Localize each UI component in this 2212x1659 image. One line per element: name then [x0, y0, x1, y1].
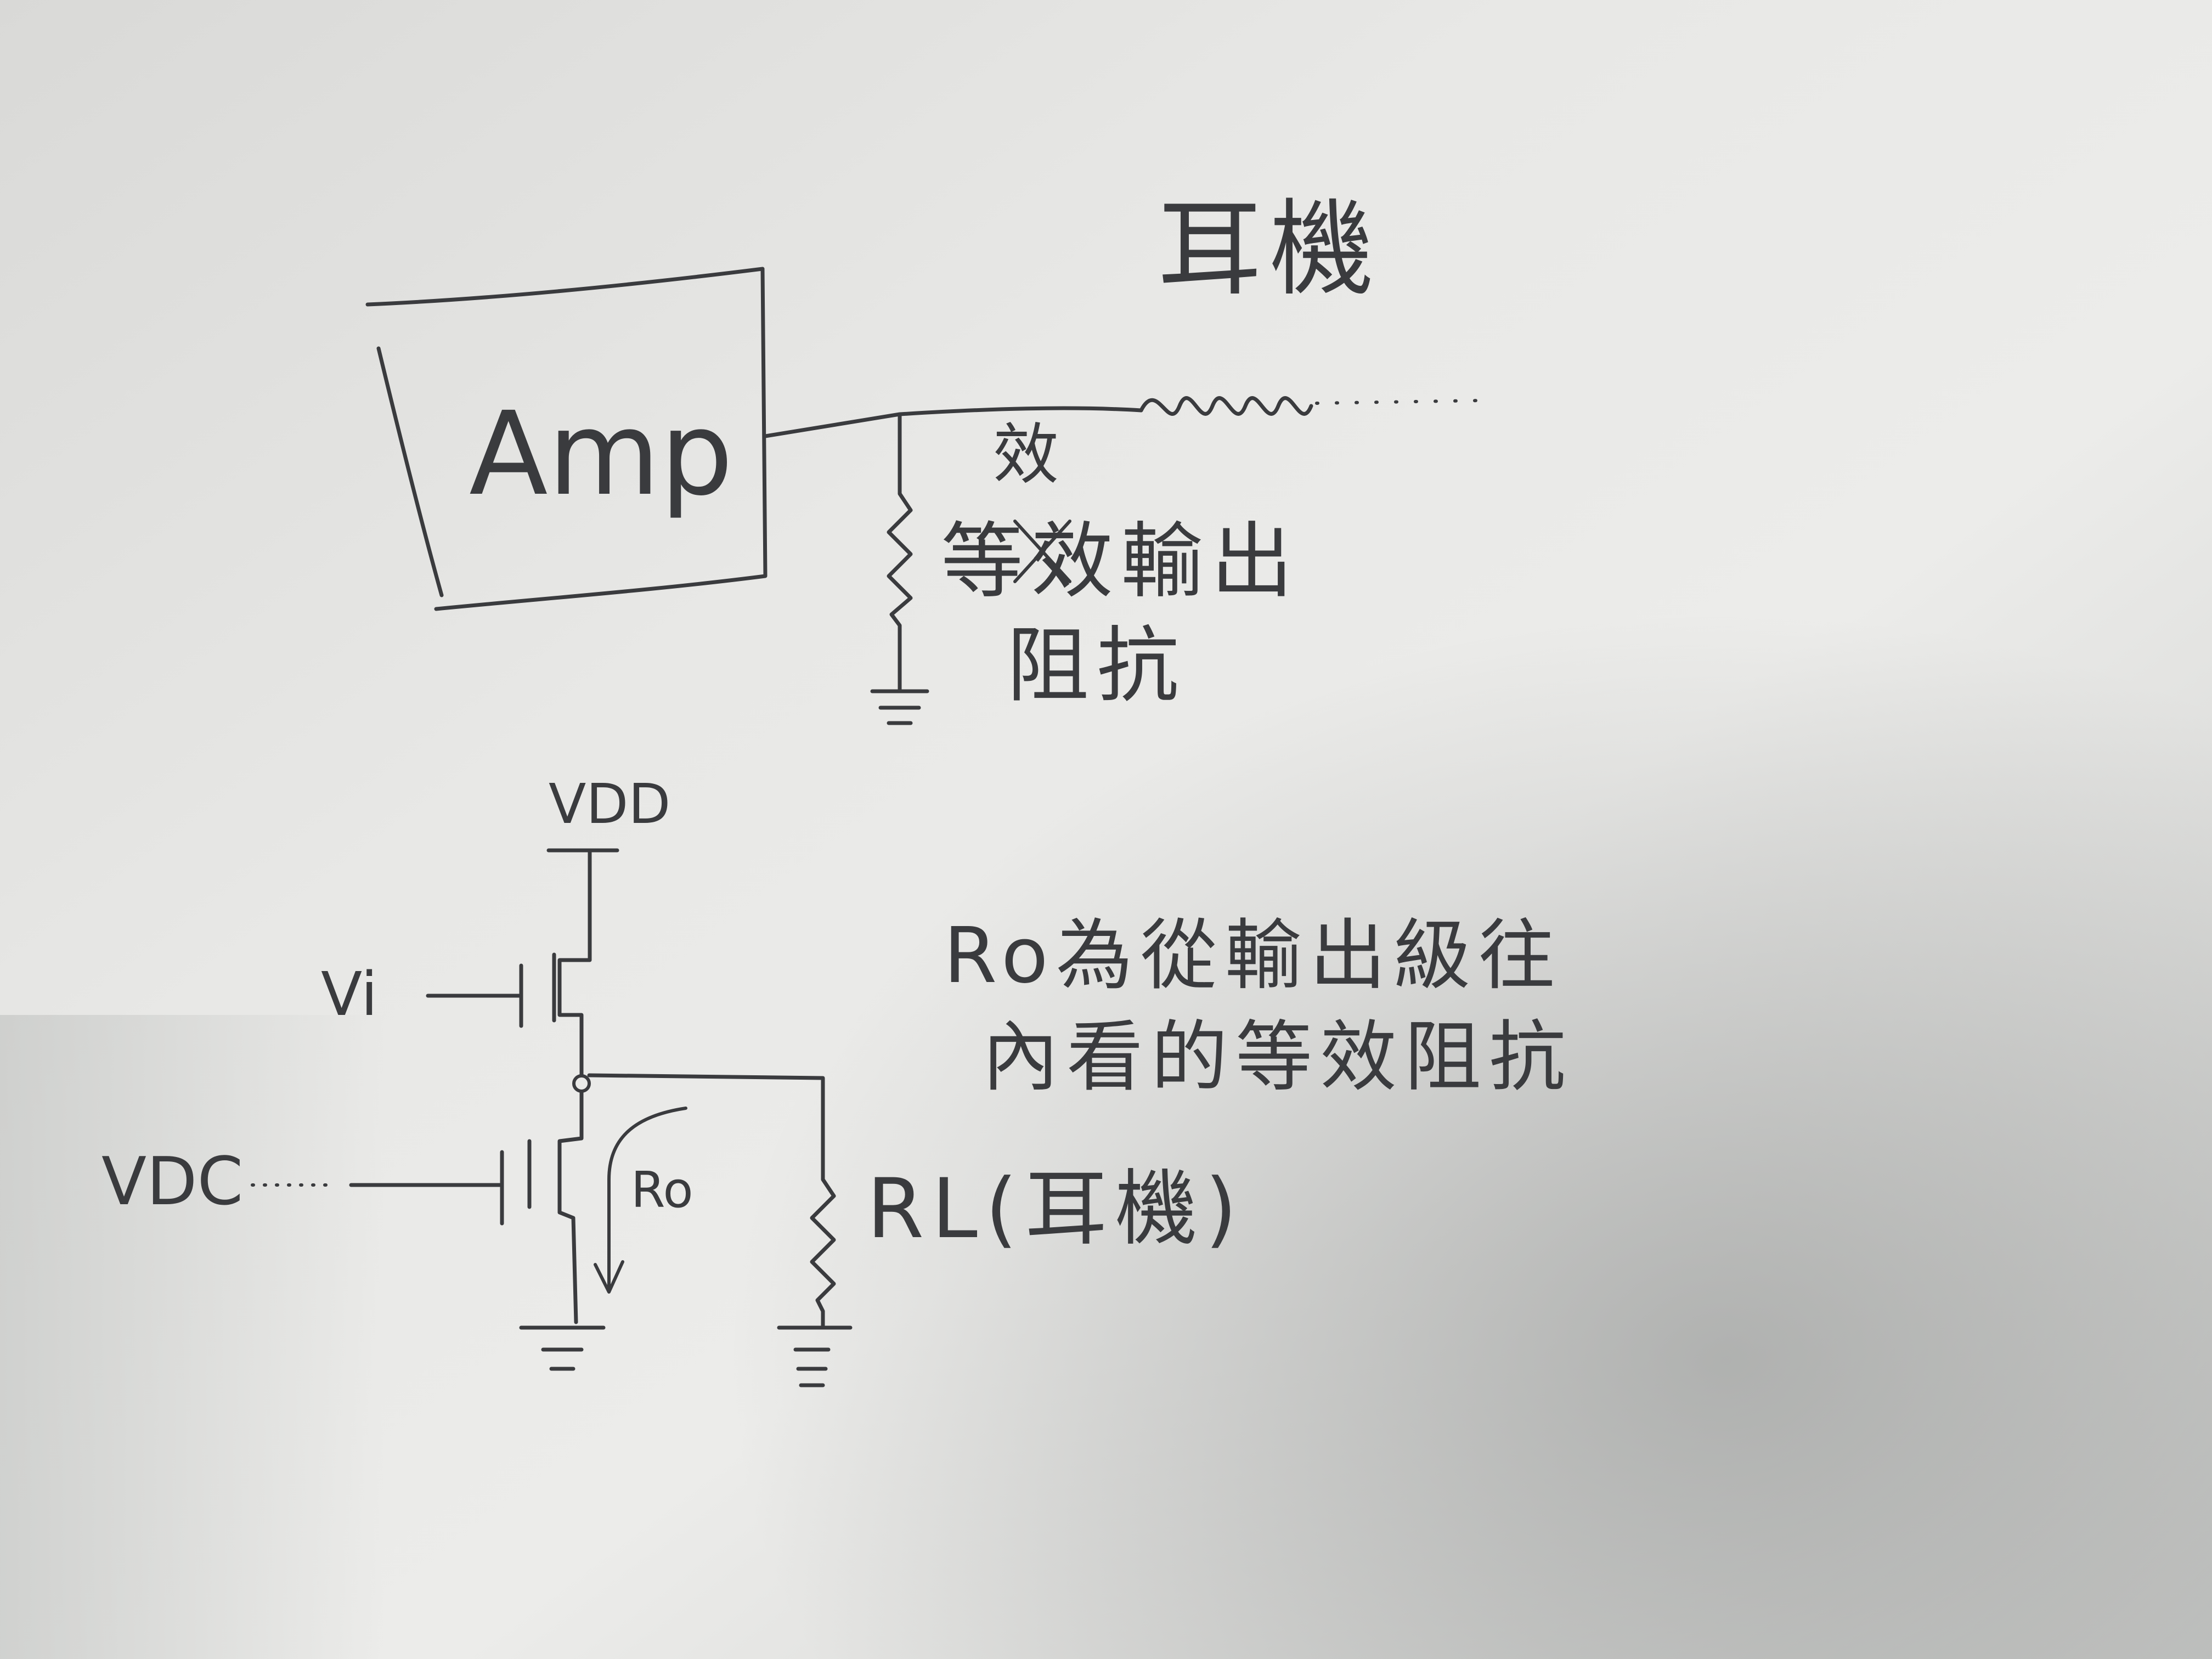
lower-transistor-gate	[349, 1150, 504, 1226]
left-shade	[0, 1015, 384, 1659]
upper-transistor-gate	[426, 963, 523, 1028]
upper-transistor-drain	[557, 848, 592, 1077]
amp-box	[365, 267, 768, 611]
note-line2: 內看的等效阻抗	[982, 1013, 1573, 1102]
resistor-label-line1: 等效輸出	[941, 514, 1301, 610]
output-stage-schematic: VDD Vi VDC Ro RL(耳機)	[101, 772, 1245, 1387]
vdc-label: VDC	[101, 1144, 243, 1220]
handwritten-note: Ro為從輸出級往 內看的等效阻抗	[944, 911, 1573, 1102]
lower-transistor-drain	[557, 1090, 584, 1324]
amp-block-diagram: Amp 耳機 效 等效輸出 阻抗	[365, 189, 1483, 725]
note-line1: Ro為從輸出級往	[944, 911, 1563, 1001]
load-label: RL(耳機)	[867, 1161, 1245, 1257]
earphone-label: 耳機	[1158, 189, 1381, 310]
load-ground	[777, 1325, 853, 1387]
amp-label: Amp	[469, 387, 733, 521]
ro-label: Ro	[631, 1161, 693, 1219]
ro-arrow	[594, 1107, 687, 1294]
strikethrough-mark	[1013, 520, 1071, 583]
earphone-coil	[1139, 396, 1313, 416]
resistor-ground	[870, 689, 929, 725]
output-wire-to-load	[587, 1073, 825, 1160]
vdd-label: VDD	[549, 772, 670, 836]
load-resistor	[810, 1155, 836, 1330]
earphone-continuation	[1315, 399, 1483, 405]
output-wire	[763, 406, 1143, 438]
resistor-label-line2: 阻抗	[1007, 618, 1187, 714]
lower-ground	[519, 1325, 606, 1371]
vi-label: Vi	[321, 959, 377, 1029]
resistor-label-correction: 效	[993, 417, 1059, 493]
output-resistor	[887, 412, 913, 693]
